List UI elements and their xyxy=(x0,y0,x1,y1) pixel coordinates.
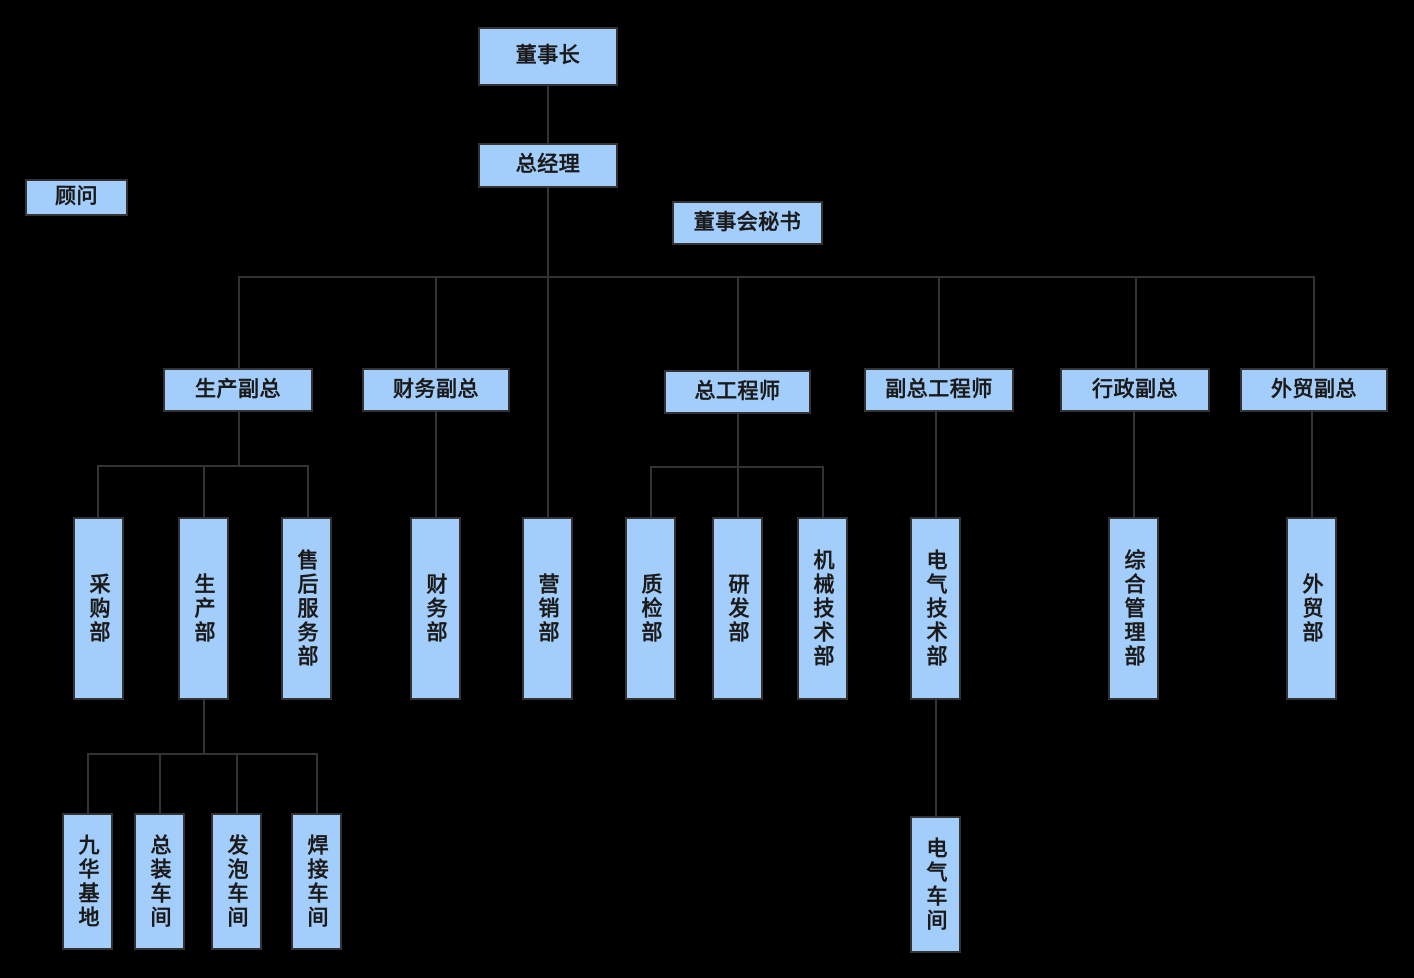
node-dept-production[interactable]: 生产部 xyxy=(178,517,229,700)
connector-to-dept-mechanical-tech xyxy=(822,466,824,517)
connector-to-ws-jiuhua-base xyxy=(87,753,89,813)
connector-to-dept-rnd xyxy=(737,466,739,517)
connector-bus-to-vp-production xyxy=(238,276,240,368)
connector-to-dept-production xyxy=(203,465,205,517)
node-vp-administration[interactable]: 行政副总 xyxy=(1060,368,1210,412)
connector-vp-production-stem xyxy=(238,412,240,465)
connector-to-ws-electrical xyxy=(935,700,937,816)
node-ws-jiuhua-base[interactable]: 九华基地 xyxy=(62,813,113,950)
connector-workshops-bus xyxy=(87,753,318,755)
connector-to-ws-assembly xyxy=(159,753,161,813)
connector-bus-to-chief-engineer xyxy=(737,276,739,370)
node-ws-electrical[interactable]: 电气车间 xyxy=(910,816,961,953)
connector-to-ws-foaming xyxy=(236,753,238,813)
node-dept-general-management[interactable]: 综合管理部 xyxy=(1108,517,1159,700)
connector-to-ws-welding xyxy=(316,753,318,813)
connector-gm-stem xyxy=(547,188,549,517)
connector-bus-to-deputy-chief-engineer xyxy=(938,276,940,368)
connector-to-dept-general-management xyxy=(1133,412,1135,517)
node-vp-foreign-trade[interactable]: 外贸副总 xyxy=(1240,368,1388,412)
node-dept-finance[interactable]: 财务部 xyxy=(410,517,461,700)
connector-chairman-gm xyxy=(547,86,549,143)
node-dept-marketing[interactable]: 营销部 xyxy=(522,517,573,700)
node-dept-foreign-trade[interactable]: 外贸部 xyxy=(1286,517,1337,700)
node-chairman[interactable]: 董事长 xyxy=(478,27,618,86)
connector-to-dept-after-sales xyxy=(307,465,309,517)
connector-chief-engineer-stem xyxy=(737,414,739,466)
connector-bus-to-vp-administration xyxy=(1135,276,1137,368)
node-general-manager[interactable]: 总经理 xyxy=(478,143,618,188)
node-deputy-chief-engineer[interactable]: 副总工程师 xyxy=(864,368,1014,412)
node-board-secretary[interactable]: 董事会秘书 xyxy=(672,201,823,245)
node-ws-welding[interactable]: 焊接车间 xyxy=(291,813,342,950)
node-dept-mechanical-tech[interactable]: 机械技术部 xyxy=(797,517,848,700)
node-vp-finance[interactable]: 财务副总 xyxy=(362,368,510,412)
connector-dept-production-stem xyxy=(203,700,205,753)
node-dept-after-sales[interactable]: 售后服务部 xyxy=(281,517,332,700)
connector-to-dept-purchasing xyxy=(97,465,99,517)
connector-bus-to-vp-finance xyxy=(435,276,437,368)
connector-to-dept-electrical-tech xyxy=(935,412,937,517)
connector-to-dept-quality xyxy=(650,466,652,517)
node-chief-engineer[interactable]: 总工程师 xyxy=(664,370,811,414)
node-dept-purchasing[interactable]: 采购部 xyxy=(73,517,124,700)
node-dept-rnd[interactable]: 研发部 xyxy=(712,517,763,700)
node-ws-foaming[interactable]: 发泡车间 xyxy=(211,813,262,950)
node-advisor[interactable]: 顾问 xyxy=(25,179,128,216)
connector-to-dept-finance xyxy=(435,412,437,517)
node-dept-quality[interactable]: 质检部 xyxy=(625,517,676,700)
connector-bus-to-vp-foreign-trade xyxy=(1313,276,1315,368)
connector-level2-bus xyxy=(238,276,1315,278)
node-vp-production[interactable]: 生产副总 xyxy=(163,368,313,412)
node-dept-electrical-tech[interactable]: 电气技术部 xyxy=(910,517,961,700)
connector-to-dept-foreign-trade xyxy=(1311,412,1313,517)
node-ws-assembly[interactable]: 总装车间 xyxy=(134,813,185,950)
